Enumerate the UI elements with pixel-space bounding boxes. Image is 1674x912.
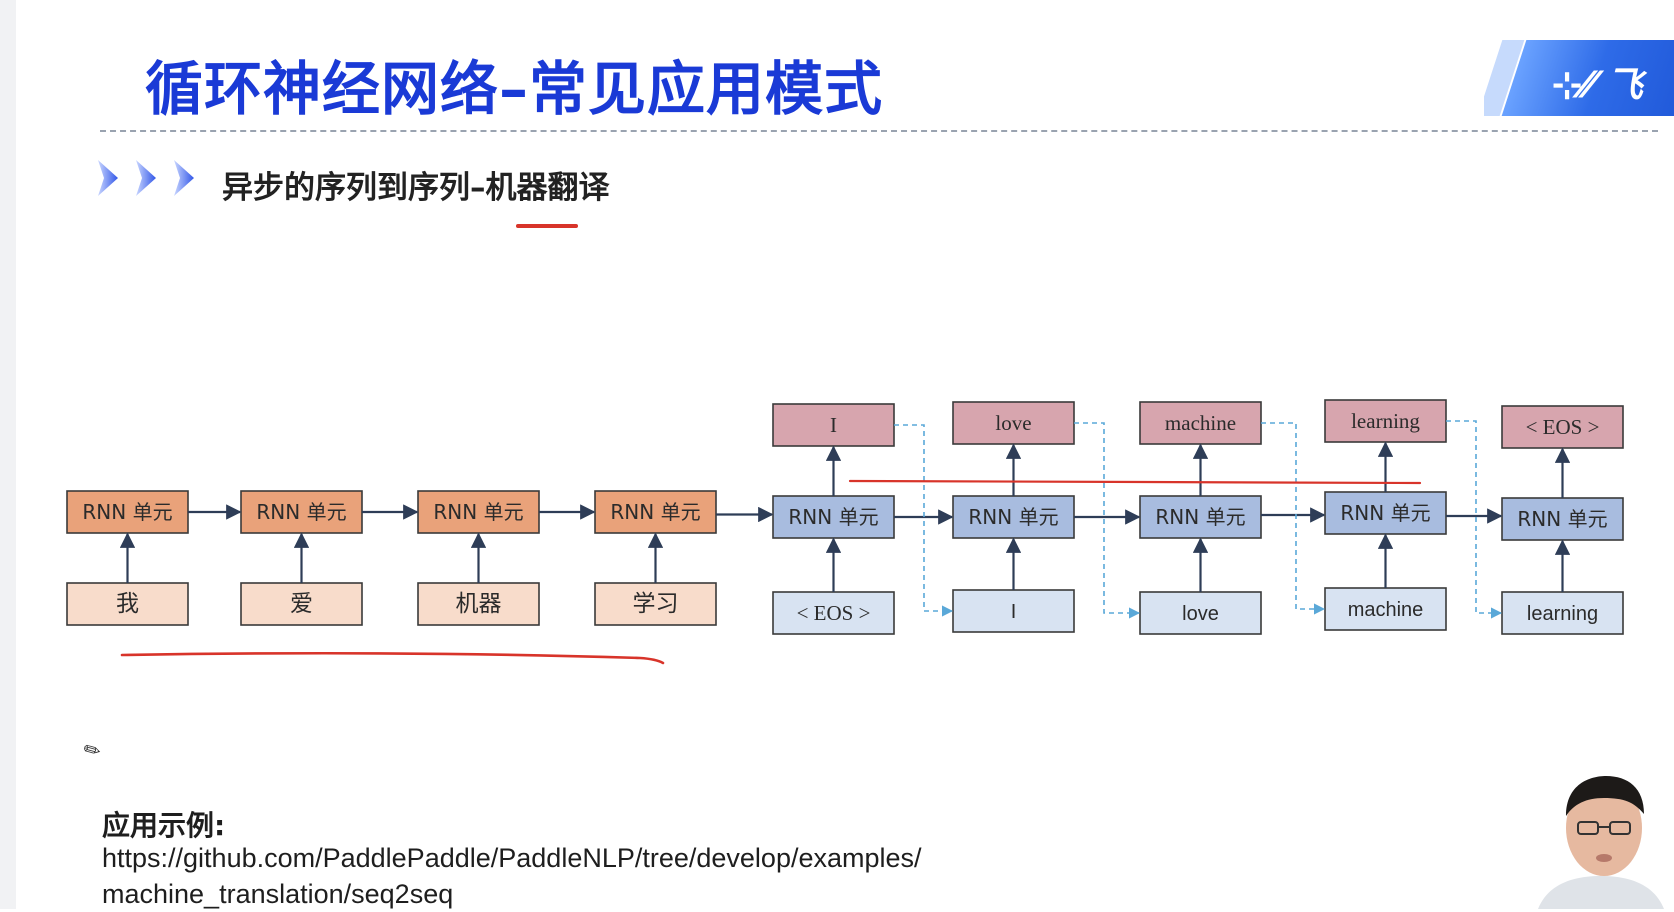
decoder-input-3-label: love	[1182, 603, 1219, 625]
decoder-output-4	[1324, 399, 1447, 443]
decoder-output-2-label: love	[995, 411, 1031, 435]
example-url-line-2[interactable]: machine_translation/seq2seq	[102, 879, 454, 909]
encoder-rnn-cell-4-label: RNN 单元	[610, 500, 700, 524]
decoder-input-2-label: I	[1011, 601, 1017, 623]
chevron-bullets-icon	[98, 160, 194, 196]
encoder-input-2	[240, 582, 363, 626]
decoder-output-1-label: I	[830, 413, 837, 437]
example-label: 应用示例:	[102, 809, 226, 842]
decoder-rnn-cell-1-label: RNN 单元	[788, 505, 878, 529]
feedback-arrow-3	[1261, 422, 1326, 615]
annotation-underline-encoder	[120, 652, 665, 665]
encoder-input-1	[66, 582, 189, 626]
title-divider	[100, 130, 1658, 132]
decoder-output-3-label: machine	[1165, 411, 1236, 435]
decoder-rnn-cell-5-label: RNN 单元	[1517, 507, 1607, 531]
decoder-input-4	[1324, 587, 1447, 631]
feedback-arrow-4	[1446, 420, 1503, 619]
decoder-input-1-label: < EOS >	[797, 601, 871, 625]
example-link[interactable]: https://github.com/PaddlePaddle/PaddleNL…	[102, 840, 1002, 912]
example-url-line-1[interactable]: https://github.com/PaddlePaddle/PaddleNL…	[102, 843, 922, 873]
decoder-rnn-cell-2-label: RNN 单元	[968, 505, 1058, 529]
feedback-arrow-1	[894, 424, 954, 617]
decoder-rnn-cell-3	[1139, 495, 1262, 539]
annotation-underline-decoder	[848, 479, 1422, 485]
paddlepaddle-logo-icon: ⊹⁄⁄ 飞	[1484, 40, 1674, 116]
encoder-rnn-cell-2-label: RNN 单元	[256, 500, 346, 524]
decoder-output-4-label: learning	[1351, 409, 1420, 433]
presenter-video-thumbnail	[1528, 772, 1674, 909]
decoder-rnn-cell-4	[1324, 491, 1447, 535]
feedback-arrow-2	[1074, 422, 1141, 619]
subtitle-accent-underline	[516, 224, 578, 228]
decoder-input-4-label: machine	[1348, 599, 1424, 621]
encoder-input-4	[594, 582, 717, 626]
decoder-output-5	[1501, 405, 1624, 449]
left-edge-strip	[0, 0, 16, 909]
encoder-input-1-label: 我	[116, 591, 139, 617]
slide-title: 循环神经网络–常见应用模式	[145, 55, 884, 123]
encoder-rnn-cell-1-label: RNN 单元	[82, 500, 172, 524]
encoder-rnn-cell-3-label: RNN 单元	[433, 500, 523, 524]
logo-text: 飞	[1606, 65, 1643, 106]
encoder-input-4-label: 学习	[633, 591, 679, 617]
encoder-input-2-label: 爱	[290, 591, 313, 617]
decoder-rnn-cell-4-label: RNN 单元	[1340, 501, 1430, 525]
decoder-rnn-cell-3-label: RNN 单元	[1155, 505, 1245, 529]
decoder-output-2	[952, 401, 1075, 445]
encoder-input-3-label: 机器	[456, 591, 502, 617]
decoder-input-5-label: learning	[1527, 603, 1598, 625]
section-subtitle: 异步的序列到序列–机器翻译	[222, 170, 610, 206]
decoder-output-5-label: < EOS >	[1526, 415, 1600, 439]
